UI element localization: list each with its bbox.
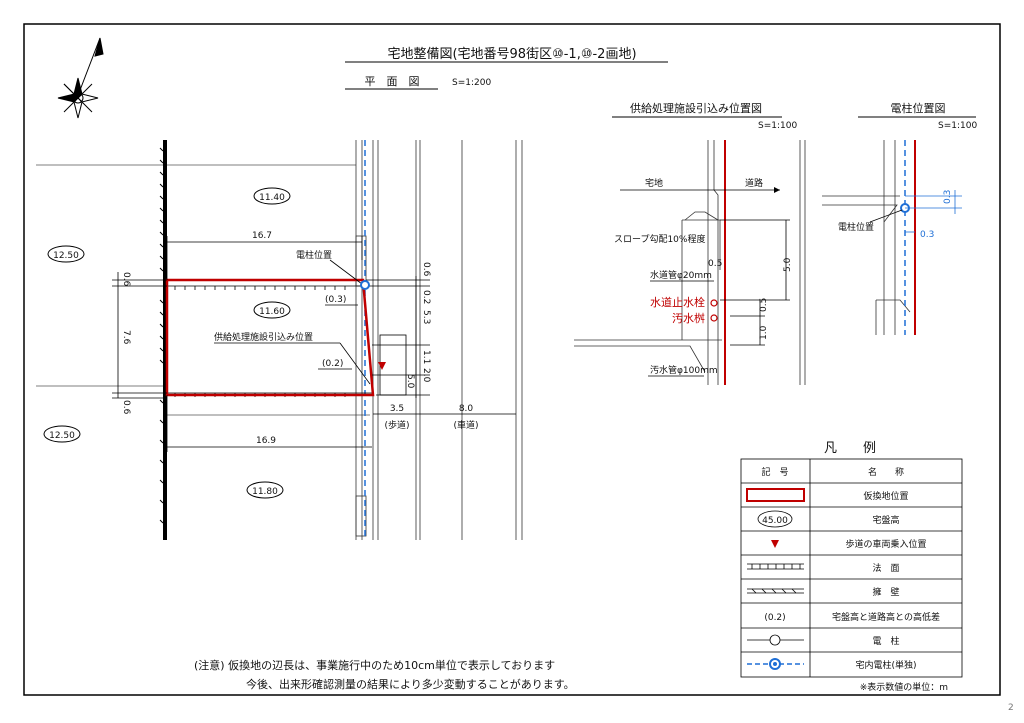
legend-col-symbol: 記 号: [761, 466, 788, 478]
note-line-1: (注意) 仮換地の辺長は、事業施行中のため10cm単位で表示しております: [194, 658, 555, 672]
legend-name: 電 柱: [872, 635, 899, 647]
legend-house-pole-icon: [747, 658, 804, 670]
elevation-marker: 11.80: [246, 481, 284, 499]
sewer-box-icon: [710, 314, 718, 322]
legend-name: 歩道の車両乗入位置: [845, 538, 926, 550]
roadway-width: 8.0: [459, 404, 474, 414]
sub1-road-label: 道路: [745, 177, 763, 189]
sub1-dim-05b: 0.5: [759, 298, 769, 312]
dim-right-f: 5.0: [405, 374, 415, 389]
road-lines: [355, 140, 523, 540]
svg-text:11.40: 11.40: [259, 193, 285, 203]
water-stop-icon: [710, 299, 718, 307]
sub1-lot-label: 宅地: [645, 177, 663, 189]
sub1-dim-10: 1.0: [759, 325, 769, 340]
drawing-title: 宅地整備図(宅地番号98街区⑩-1,⑩-2画地): [387, 46, 636, 62]
sub2-dim-03b: 0.3: [920, 230, 934, 240]
sidewalk-width: 3.5: [390, 404, 404, 414]
dim-left-top: 0.6: [121, 272, 131, 287]
sub2-dim-03a: 0.3: [943, 190, 953, 204]
service-height-diff: (0.2): [322, 359, 343, 369]
dim-right-d: 1.1: [421, 350, 431, 364]
roadway-label: (車道): [453, 419, 478, 431]
dimension-top-width: [166, 236, 363, 280]
dimension-right: [366, 276, 430, 398]
dim-right-e: 2.0: [421, 368, 431, 383]
legend-pole-icon: [747, 634, 804, 646]
svg-text:11.60: 11.60: [259, 307, 285, 317]
dim-bottom-width-label: 16.9: [256, 436, 276, 446]
plan-scale: S=1:200: [452, 78, 491, 88]
note-line-2: 今後、出来形確認測量の結果により多少変動することがあります。: [246, 677, 575, 691]
service-leader: [339, 342, 371, 385]
sub1-sewer-box: 汚水桝: [672, 311, 705, 325]
north-arrow-icon: [57, 37, 104, 119]
page-number: 2: [1008, 703, 1014, 713]
legend-symbol-diff: (0.2): [764, 613, 785, 623]
unit-note: ※表示数値の単位：m: [860, 681, 948, 693]
dimension-bottom-width: [166, 395, 372, 452]
dim-top-width-label: 16.7: [252, 231, 272, 241]
legend-col-name: 名 称: [868, 466, 904, 478]
pole-height-diff: (0.3): [325, 295, 346, 305]
legend-name: 宅盤高: [872, 514, 899, 526]
sub1-slope-label: スロープ勾配10%程度: [614, 233, 705, 245]
sub1-water-pipe: 水道管φ20mm: [650, 269, 712, 281]
house-pole-icon: [360, 280, 370, 290]
sheet-border: [23, 23, 1001, 696]
dim-left-bottom: 0.6: [121, 400, 131, 415]
sub1-section: [574, 140, 806, 385]
legend-vehicle-entrance-icon: [771, 540, 779, 548]
legend-table: [740, 458, 963, 678]
elevation-marker: 11.60: [253, 301, 291, 319]
elevation-marker: 11.40: [253, 187, 291, 205]
sub2-section: [822, 140, 911, 335]
arrow-icon: [774, 187, 780, 193]
sub2-scale: S=1:100: [938, 121, 977, 131]
sub2-pole-leader: [869, 209, 903, 223]
svg-text:12.50: 12.50: [53, 251, 79, 261]
dim-right-b: 0.2: [421, 290, 431, 304]
legend-retaining-wall-icon: [747, 588, 804, 594]
sub2-dims: [905, 190, 962, 233]
sidewalk-label: (歩道): [384, 419, 409, 431]
sub2-pole-label: 電柱位置: [838, 221, 874, 233]
legend-name: 宅内電柱(単独): [855, 659, 916, 671]
sub1-dims: [720, 219, 790, 346]
sub1-dim-50: 5.0: [783, 257, 793, 272]
plan-pole-label: 電柱位置: [296, 249, 332, 261]
legend-name: 宅盤高と道路高との高低差: [832, 611, 940, 623]
legend-name: 法 面: [872, 562, 899, 574]
legend-elevation-icon: [757, 510, 793, 528]
legend-lot-outline-icon: [746, 488, 805, 502]
legend-slope-icon: [747, 563, 804, 570]
legend-name: 擁 壁: [872, 586, 899, 598]
pole-leader: [329, 259, 363, 285]
dim-right-c: 5.3: [421, 310, 431, 324]
legend-symbol-elev: 45.00: [762, 516, 788, 526]
svg-text:12.50: 12.50: [49, 431, 75, 441]
sub1-dim-05a: 0.5: [708, 259, 722, 269]
elevation-marker: 12.50: [47, 245, 85, 263]
dimension-left: [112, 272, 167, 399]
sub1-scale: S=1:100: [758, 121, 797, 131]
sub2-title: 電柱位置図: [891, 101, 946, 115]
dim-right-a: 0.6: [421, 262, 431, 277]
retaining-wall: [159, 140, 167, 540]
plan-label: 平 面 図: [365, 75, 420, 88]
sub1-water-stop: 水道止水栓: [650, 295, 705, 309]
sub1-title: 供給処理施設引込み位置図: [630, 101, 762, 115]
legend-title: 凡 例: [824, 441, 876, 456]
elevation-marker: 12.50: [43, 425, 81, 443]
replotted-lot-outline: [165, 278, 375, 397]
vehicle-entrance-icon: [378, 362, 386, 370]
sub1-sewer-pipe: 汚水管φ100mm: [650, 364, 718, 376]
service-intake-label: 供給処理施設引込み位置: [214, 331, 313, 343]
legend-name: 仮換地位置: [863, 490, 908, 502]
dim-left-mid: 7.6: [121, 330, 131, 345]
svg-text:11.80: 11.80: [252, 487, 278, 497]
